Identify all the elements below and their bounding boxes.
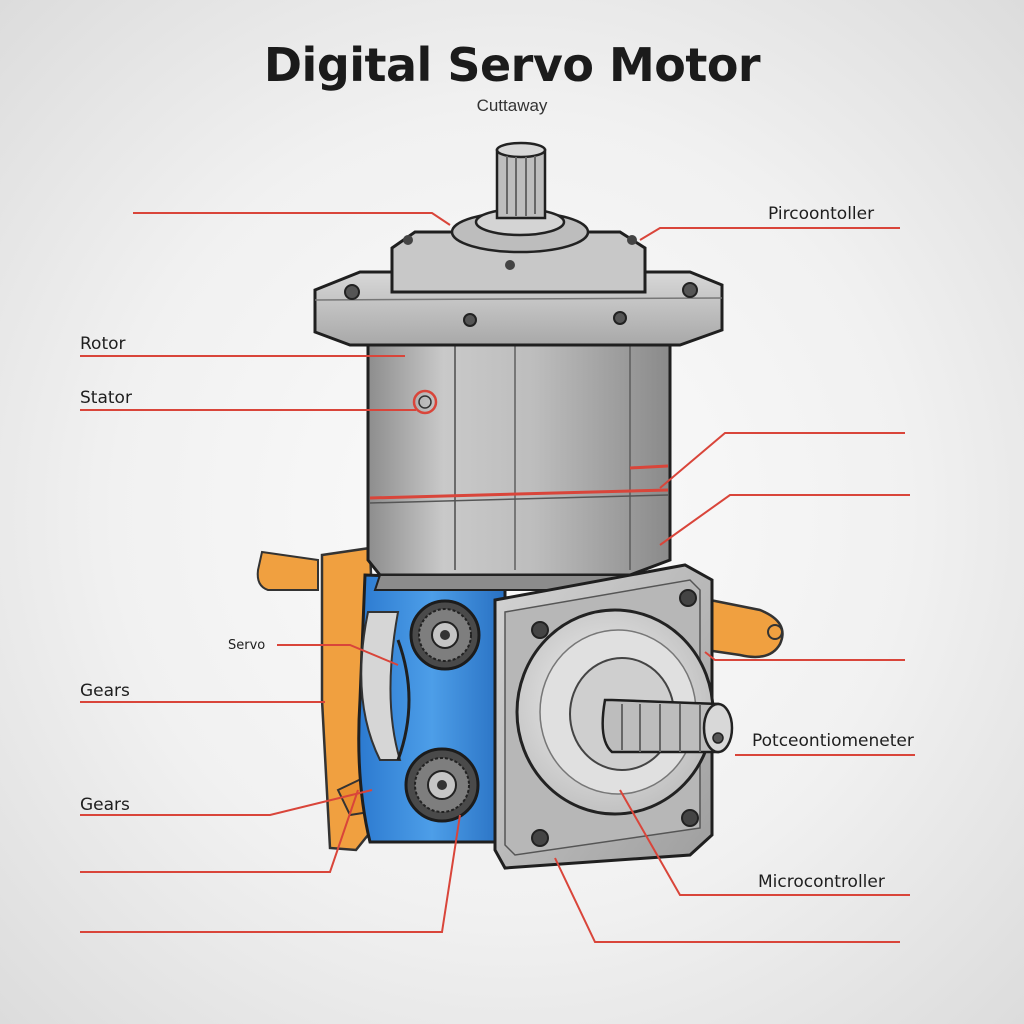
leader-line-servo — [277, 644, 399, 666]
diagram-title: Digital Servo Motor — [263, 38, 761, 92]
label-stator: Stator — [80, 388, 132, 408]
motor-body — [366, 333, 672, 591]
leader-line-bottom-right — [554, 857, 900, 943]
diagram-subtitle: Cuttaway — [476, 96, 548, 115]
label-pircontroller: Pircoontoller — [768, 204, 875, 224]
leader-line-top-left — [133, 212, 451, 226]
label-potentiometer: Potceontiomeneter — [752, 731, 914, 751]
leader-line-microcontroller — [619, 789, 910, 896]
upper-gear-icon — [409, 599, 481, 671]
leader-line-right-tab — [704, 651, 905, 661]
leader-line-left-lower — [80, 789, 359, 873]
gearbox-housing — [357, 573, 507, 844]
lower-gear-icon — [404, 747, 480, 823]
label-microcontroller: Microcontroller — [758, 872, 885, 892]
leader-line-gears-lower — [80, 789, 373, 816]
right-mount-tab — [698, 596, 784, 659]
label-rotor: Rotor — [80, 334, 126, 354]
leader-line-pircontroller — [639, 227, 900, 241]
leader-line-bottom-left — [80, 814, 461, 933]
leader-line-right-upper — [659, 432, 905, 489]
label-gears-lower: Gears — [80, 795, 130, 815]
top-cap — [390, 207, 647, 294]
front-output-shaft — [601, 698, 734, 754]
leader-line-right-mid — [659, 494, 910, 546]
top-output-shaft — [495, 141, 547, 220]
label-gears-upper: Gears — [80, 681, 130, 701]
label-servo: Servo — [228, 638, 266, 653]
